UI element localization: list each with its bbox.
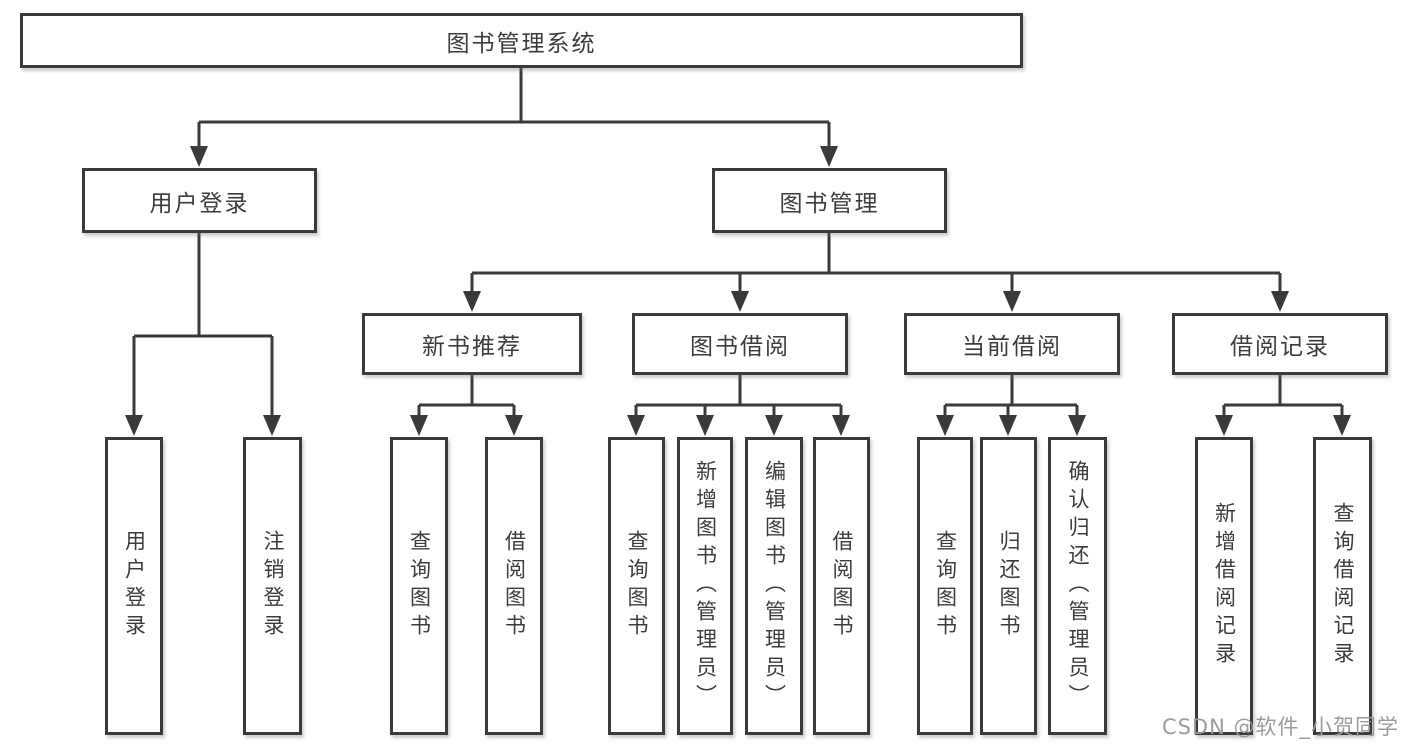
node-user-login-label: 用户登录 (149, 190, 250, 217)
leaf-borrow-books-newbooks-label: 借阅图书 (502, 530, 527, 642)
leaf-query-books-newbooks-label: 查询图书 (407, 530, 432, 642)
leaf-logout-label: 注销登录 (261, 530, 285, 642)
leaf-borrow-books-borrow: 借阅图书 (813, 437, 870, 735)
leaf-query-books-current: 查询图书 (917, 437, 973, 735)
node-borrowing-records-label: 借阅记录 (1230, 334, 1330, 360)
leaf-edit-book-admin-label: 编辑图书（管理员） (762, 460, 787, 712)
leaf-query-borrow-record: 查询借阅记录 (1313, 437, 1372, 735)
leaf-confirm-return-admin-label: 确认归还（管理员） (1066, 460, 1090, 712)
leaf-borrow-books-newbooks: 借阅图书 (485, 437, 543, 735)
leaf-user-login: 用户登录 (105, 437, 163, 735)
leaf-return-books-label: 归还图书 (997, 530, 1021, 642)
leaf-add-book-admin-label: 新增图书（管理员） (693, 460, 718, 712)
leaf-logout: 注销登录 (243, 437, 302, 735)
node-book-borrowing: 图书借阅 (632, 313, 848, 375)
node-book-borrowing-label: 图书借阅 (690, 334, 790, 360)
leaf-borrow-books-borrow-label: 借阅图书 (830, 530, 854, 642)
leaf-query-books-current-label: 查询图书 (933, 530, 958, 642)
node-book-management: 图书管理 (712, 168, 947, 233)
node-root: 图书管理系统 (20, 13, 1023, 68)
leaf-query-books-borrow: 查询图书 (608, 437, 665, 735)
leaf-query-books-newbooks: 查询图书 (390, 437, 448, 735)
node-user-login: 用户登录 (82, 168, 317, 233)
leaf-confirm-return-admin: 确认归还（管理员） (1048, 437, 1107, 735)
leaf-query-borrow-record-label: 查询借阅记录 (1331, 502, 1355, 670)
leaf-return-books: 归还图书 (980, 437, 1037, 735)
node-new-book-recommend-label: 新书推荐 (422, 334, 522, 360)
leaf-user-login-label: 用户登录 (122, 530, 147, 642)
leaf-query-books-borrow-label: 查询图书 (625, 530, 649, 642)
node-book-management-label: 图书管理 (779, 190, 880, 217)
node-borrowing-records: 借阅记录 (1172, 313, 1388, 375)
node-current-borrowing: 当前借阅 (904, 313, 1120, 375)
node-root-label: 图书管理系统 (446, 30, 597, 57)
node-new-book-recommend: 新书推荐 (362, 313, 582, 375)
csdn-watermark: CSDN @软件_小贺同学 (1161, 715, 1399, 739)
leaf-edit-book-admin: 编辑图书（管理员） (745, 437, 803, 735)
leaf-add-borrow-record: 新增借阅记录 (1195, 437, 1253, 735)
leaf-add-book-admin: 新增图书（管理员） (677, 437, 733, 735)
node-current-borrowing-label: 当前借阅 (962, 334, 1062, 360)
leaf-add-borrow-record-label: 新增借阅记录 (1212, 502, 1237, 670)
